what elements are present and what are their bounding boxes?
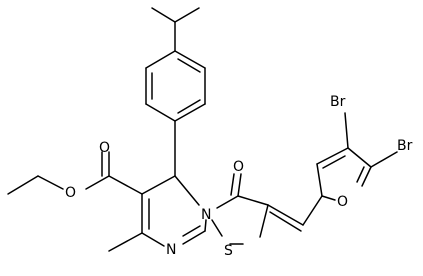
bond xyxy=(145,103,176,122)
bond xyxy=(145,50,176,69)
atom-label-o-ketone: O xyxy=(233,159,244,175)
atom-label-o-ester-carbonyl: O xyxy=(99,140,110,156)
bond xyxy=(321,195,336,201)
bond xyxy=(182,230,206,245)
bond xyxy=(356,166,365,183)
atom-label-br-top: Br xyxy=(330,94,346,110)
bond xyxy=(237,173,242,197)
bond xyxy=(347,147,372,168)
bond xyxy=(37,175,64,190)
bond xyxy=(322,155,346,169)
bond xyxy=(344,112,349,149)
bond xyxy=(108,175,143,195)
atom-label-o-furan: O xyxy=(337,194,348,210)
bond xyxy=(316,163,323,197)
bond xyxy=(182,225,201,237)
bond xyxy=(316,147,349,165)
atom-label-s-ring: S xyxy=(224,243,233,259)
bond xyxy=(177,99,201,114)
bond xyxy=(267,204,304,226)
bond xyxy=(259,204,269,238)
bond xyxy=(141,232,165,247)
bond xyxy=(85,175,110,190)
bond xyxy=(230,173,235,196)
bond xyxy=(174,7,200,23)
bond xyxy=(174,103,206,122)
bond xyxy=(204,219,207,232)
bond xyxy=(216,195,239,209)
bond xyxy=(174,50,206,69)
atom-label-n-ring: N xyxy=(166,242,176,258)
bond xyxy=(269,211,302,232)
bond xyxy=(151,7,176,23)
bond xyxy=(211,219,223,237)
bond xyxy=(7,175,39,195)
bond xyxy=(370,151,398,168)
atom-label-br-right: Br xyxy=(397,138,413,154)
bond xyxy=(237,195,269,206)
bond xyxy=(361,166,372,187)
bond xyxy=(177,58,201,73)
bond xyxy=(108,232,143,252)
bond xyxy=(302,195,323,226)
bond xyxy=(174,175,200,206)
bond xyxy=(141,175,176,195)
atom-label-n-bridge: N xyxy=(201,207,211,223)
atom-label-o-ester-ether: O xyxy=(65,185,76,201)
